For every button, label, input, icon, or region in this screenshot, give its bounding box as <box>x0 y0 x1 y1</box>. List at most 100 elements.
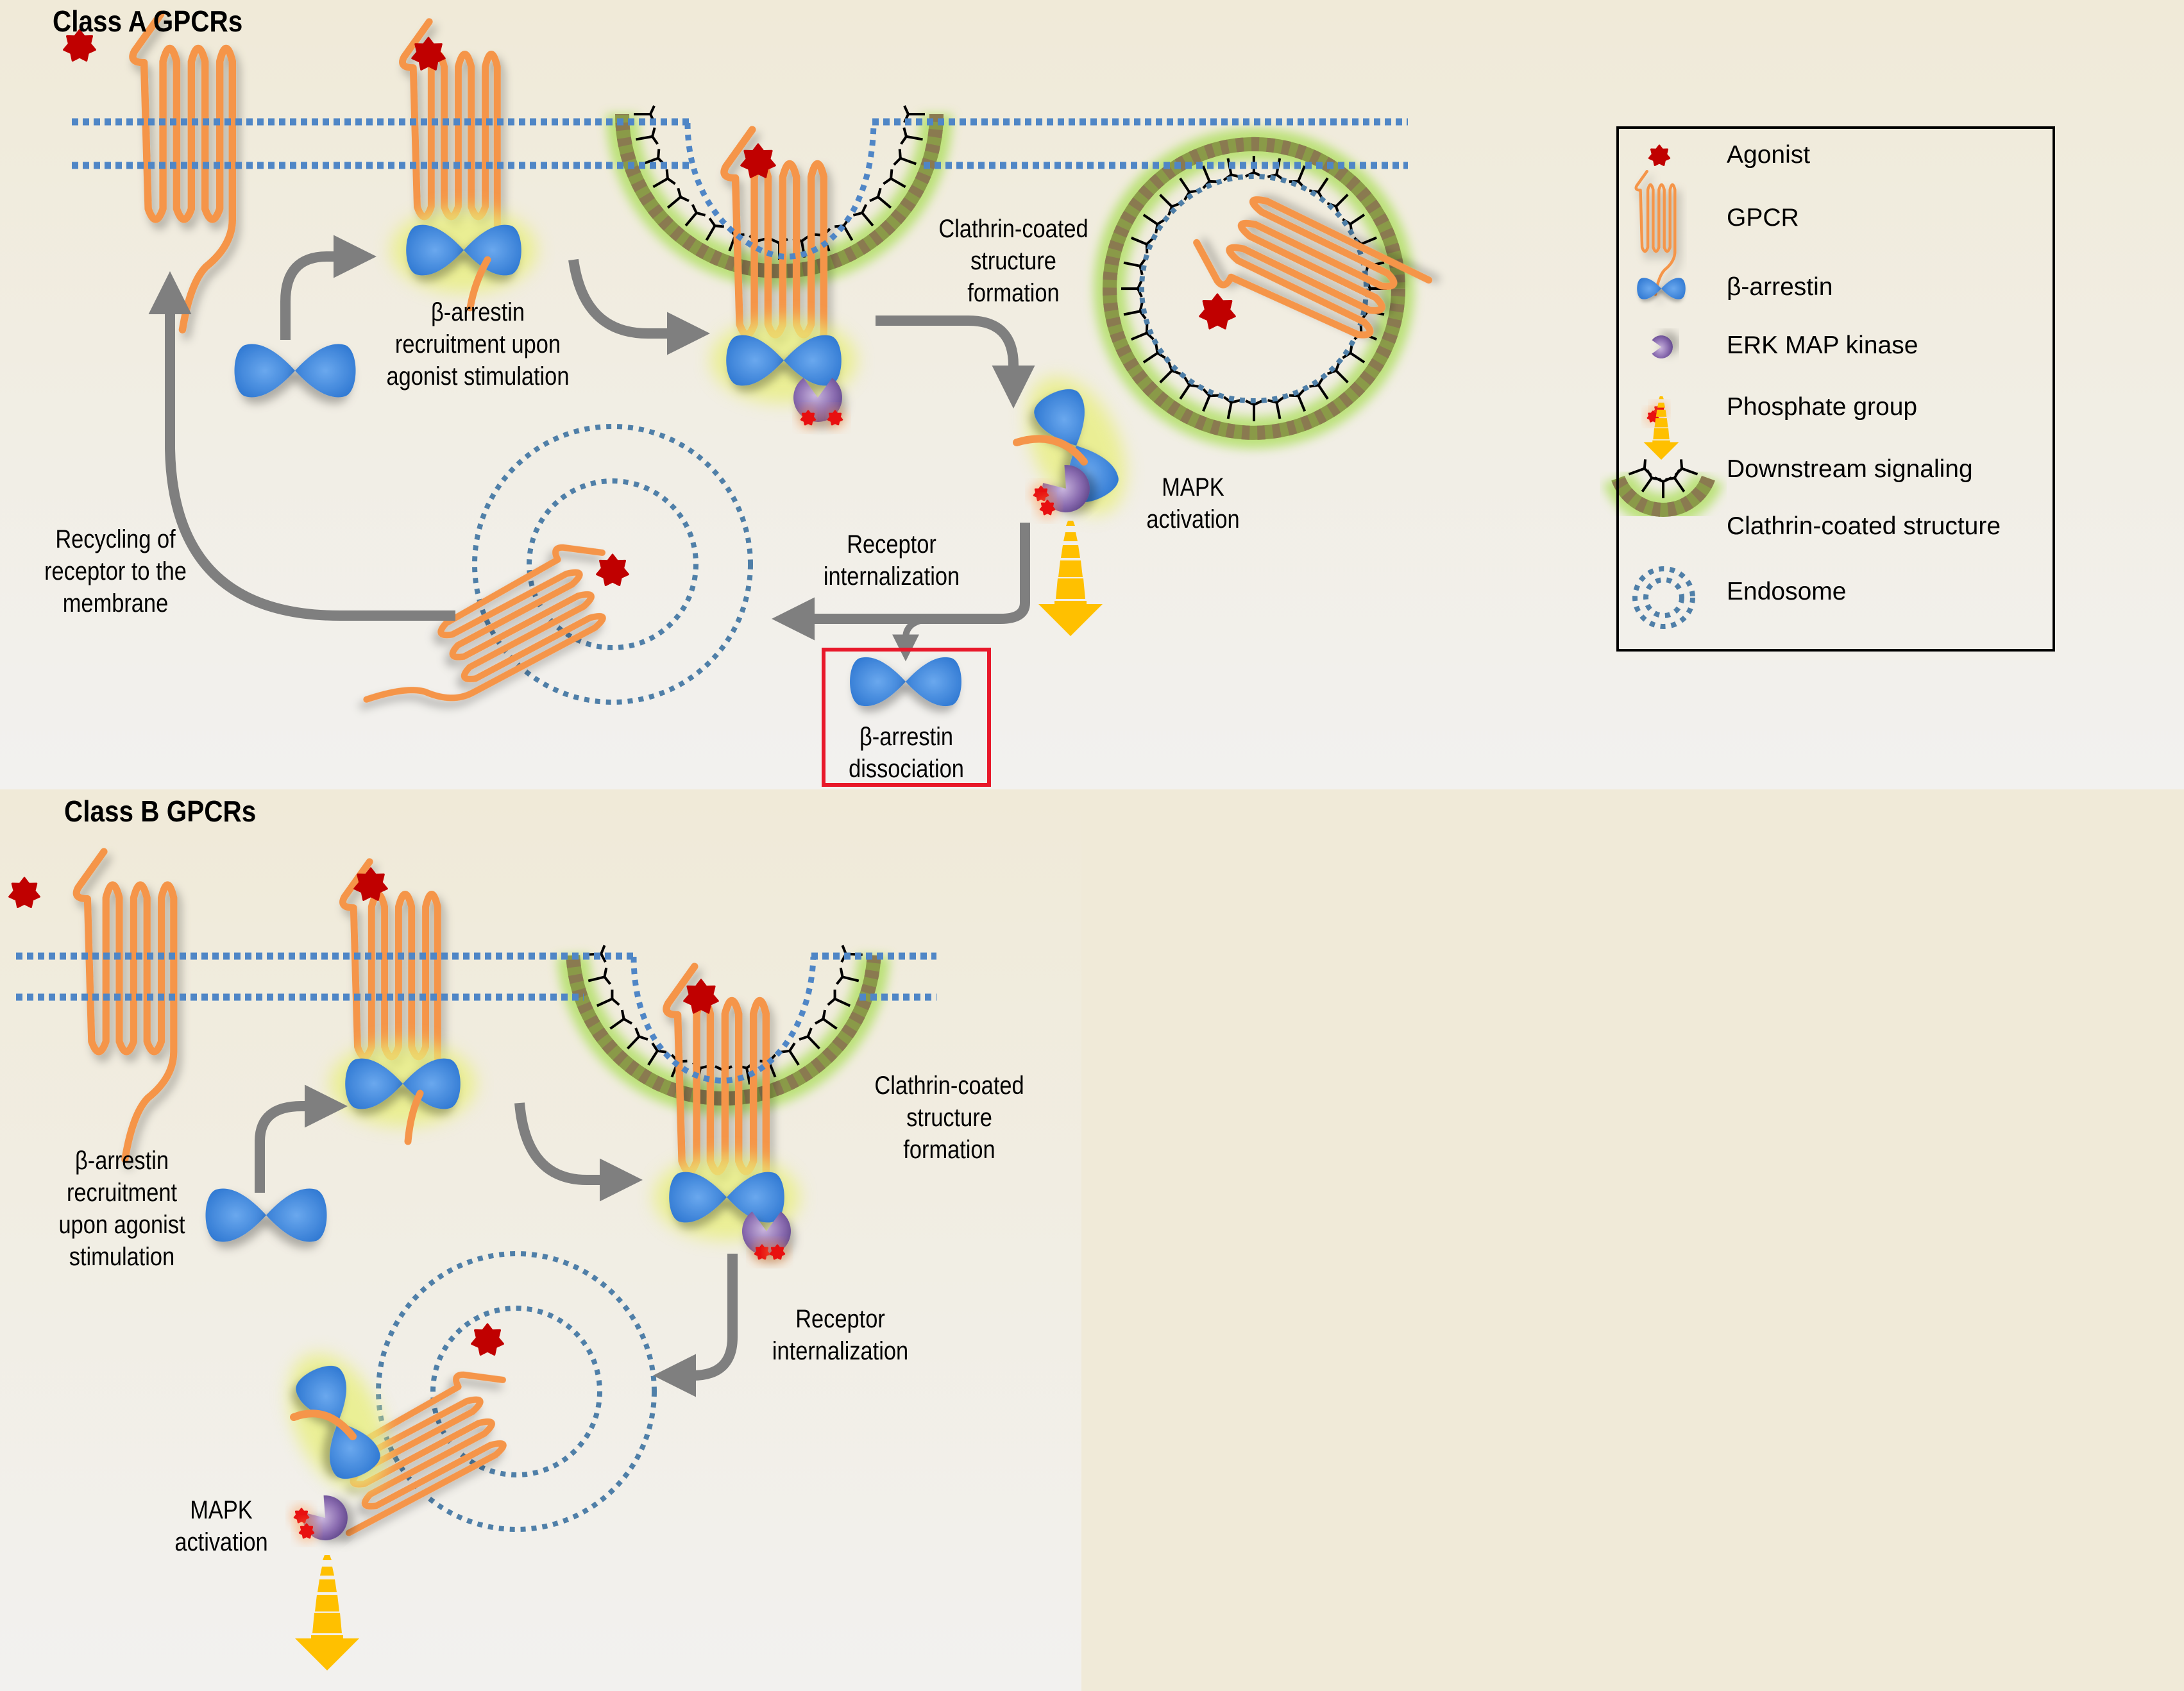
arrestin-lobe <box>234 344 295 398</box>
triskelion-arm <box>898 149 902 158</box>
arrestin-lobe <box>345 1058 403 1109</box>
label-line: stimulation <box>69 1243 175 1271</box>
arrestin-lobe <box>784 335 842 386</box>
clathrin-triskelion <box>1223 396 1241 419</box>
clathrin-triskelion <box>852 204 874 227</box>
downstream-signaling-icon <box>1038 521 1103 636</box>
agonist-icon <box>683 979 719 1014</box>
gpcr-c-tail <box>466 256 491 312</box>
signal-dash <box>1066 521 1075 526</box>
signal-dash <box>1061 545 1080 558</box>
gpcr-receptor <box>1193 196 1433 339</box>
label-line: recruitment upon <box>394 330 561 358</box>
phosphate-dot <box>1033 485 1049 501</box>
gpcr-c-tail <box>290 1409 357 1440</box>
gpcr-receptor <box>129 10 237 333</box>
triskelion-arm <box>1231 399 1241 404</box>
triskelion-arm <box>623 1018 633 1025</box>
triskelion-stem <box>636 135 653 141</box>
phosphate-dot <box>298 1523 315 1539</box>
signal-dash <box>1056 578 1085 599</box>
triskelion-arm <box>651 1042 659 1052</box>
triskelion-stem <box>588 975 605 982</box>
triskelion-arm <box>1139 258 1147 267</box>
triskelion-arm <box>1267 399 1277 404</box>
clathrin-triskelion <box>596 989 620 1007</box>
triskelion-stem <box>834 997 851 1007</box>
agonist-icon <box>353 867 388 901</box>
label-line: MAPK <box>1162 473 1224 501</box>
triskelion-arm <box>814 1018 824 1025</box>
clathrin-triskelion <box>1267 396 1285 419</box>
triskelion-arm <box>1146 237 1155 246</box>
panel-b-mapk-activation-label: MAPK activation <box>155 1494 287 1558</box>
clathrin-triskelion <box>883 169 906 189</box>
triskelion-stem <box>647 1050 659 1066</box>
triskelion-arm <box>902 127 908 137</box>
gpcr-helices <box>363 544 606 703</box>
triskelion-stem <box>1142 214 1158 226</box>
triskelion-arm <box>603 967 608 977</box>
clathrin-triskelion <box>684 204 706 227</box>
clathrin-triskelion <box>836 967 859 985</box>
panel-b-clathrin-formation-label: Clathrin-coated structure formation <box>850 1070 1049 1166</box>
arrestin-lobe <box>266 1188 327 1242</box>
gpcr-helices <box>1193 196 1433 339</box>
arrestin-lobe <box>1637 278 1661 299</box>
triskelion-stem <box>1641 477 1653 492</box>
signal-dash <box>320 1567 334 1576</box>
clathrin-triskelion <box>652 169 676 189</box>
label-line: Recycling of <box>55 525 176 553</box>
triskelion-stem <box>1681 467 1698 476</box>
signal-dash <box>312 1613 342 1633</box>
triskelion-stem <box>1297 395 1307 412</box>
clathrin-triskelion <box>799 1027 821 1050</box>
label-line: activation <box>1146 505 1240 534</box>
triskelion-stem <box>1335 194 1349 208</box>
signal-arrowhead <box>295 1638 359 1670</box>
arrow-to-clathrin <box>568 258 711 355</box>
triskelion-stem <box>822 1018 838 1030</box>
triskelion-arm <box>1189 383 1199 388</box>
triskelion-arm <box>841 945 847 955</box>
arrow-internalization-b <box>652 1254 738 1397</box>
triskelion-arm <box>827 998 836 1006</box>
legend-label-endosome: Endosome <box>1727 578 1847 605</box>
triskelion-stem <box>1201 165 1211 182</box>
clathrin-triskelion <box>609 1009 633 1030</box>
triskelion-arm <box>1223 396 1232 404</box>
triskelion-stem <box>788 1050 800 1066</box>
clathrin-triskelion <box>1179 376 1199 400</box>
erk-body <box>1652 335 1673 358</box>
triskelion-arm <box>806 1027 813 1038</box>
beta-arrestin-icon <box>654 1154 800 1240</box>
label-line: MAPK <box>190 1496 253 1524</box>
triskelion-stem <box>1159 194 1173 208</box>
triskelion-arm <box>1167 361 1173 371</box>
triskelion-arm <box>657 149 661 158</box>
phosphate-dot <box>800 410 817 426</box>
downstream-signaling-icon <box>295 1555 359 1670</box>
clathrin-band-stripes <box>1611 475 1715 517</box>
triskelion-stem <box>684 212 698 227</box>
clathrin-triskelion <box>1121 280 1143 298</box>
arrow-internalization <box>771 523 1030 641</box>
arrestin-lobe <box>330 1422 380 1479</box>
arrestin-lobe <box>1661 278 1686 299</box>
signal-dash <box>323 1555 332 1560</box>
gpcr-helices <box>129 10 237 333</box>
triskelion-stem <box>900 156 917 165</box>
legend-label-gpcr: GPCR <box>1727 204 1799 231</box>
signal-dash <box>1657 402 1666 408</box>
endosome-ring-inner <box>527 478 698 650</box>
triskelion-arm <box>666 177 676 185</box>
triskelion-stem <box>666 196 682 209</box>
panel-a-mapk-activation-label: MAPK activation <box>1127 471 1259 535</box>
triskelion-stem <box>1317 384 1329 400</box>
clathrin-triskelion <box>1289 388 1307 412</box>
triskelion-arm <box>649 105 656 115</box>
gpcr-c-tail <box>404 1089 424 1145</box>
triskelion-arm <box>1146 332 1155 341</box>
agonist-icon <box>8 877 40 909</box>
